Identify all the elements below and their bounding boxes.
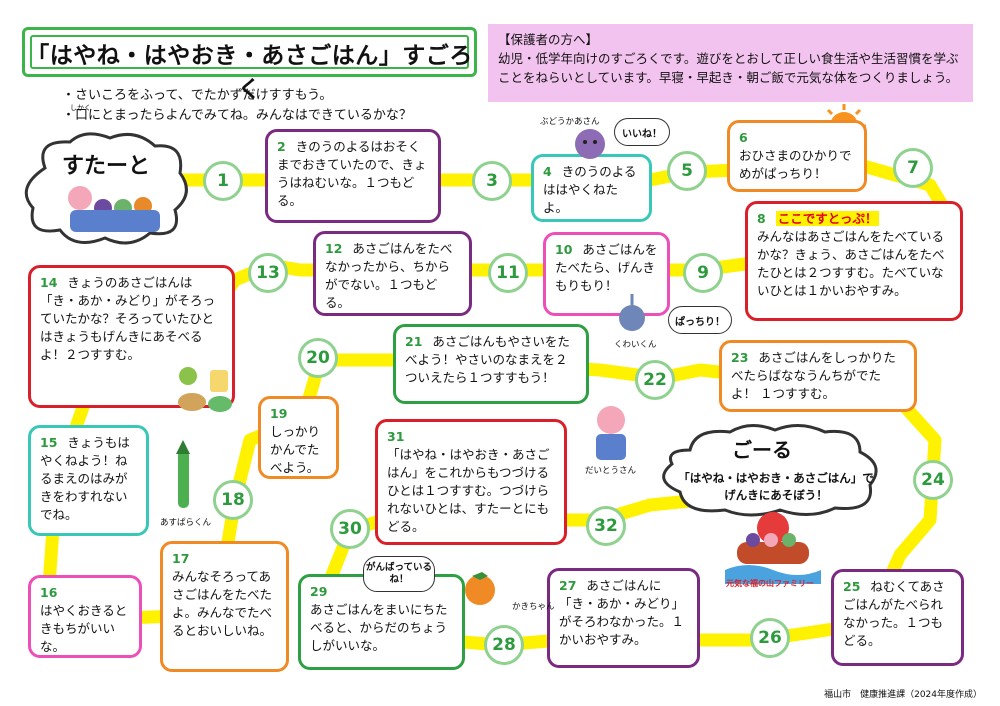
square-9: 9 [683, 253, 723, 293]
start-label: すたーと [62, 154, 151, 179]
daitou-illustration [596, 406, 626, 460]
char-kuwai: くわいくん [614, 340, 657, 350]
square-24: 24 [913, 460, 953, 500]
persimmon-illustration [465, 572, 495, 605]
stop-highlight: ここですとっぷ！ [775, 211, 880, 226]
goal-logo-text: 元気な福の山ファミリー [726, 579, 814, 588]
square-18: 18 [213, 480, 253, 520]
parent-notice: 【保護者の方へ】 幼児・低学年向けのすごろくです。遊びをとおして正しい食生活や生… [488, 24, 973, 102]
footer-credit: 福山市 健康推進課（2024年度作成） [824, 690, 982, 700]
breakfast-illustration [178, 367, 232, 412]
kuwai-illustration [619, 294, 645, 331]
char-daitou: だいとうさん [585, 466, 637, 476]
square-26: 26 [750, 618, 790, 658]
start-cloud [24, 132, 188, 245]
square-7: 7 [893, 148, 933, 188]
square-13: 13 [248, 253, 288, 293]
char-budou: ぶどうかあさん [540, 117, 600, 127]
notice-body: 幼児・低学年向けのすごろくです。遊びをとおして正しい食生活や生活習慣を学ぶことを… [498, 51, 959, 85]
square-28: 28 [484, 625, 524, 665]
square-20: 20 [298, 338, 338, 378]
goal-title: ごーる [732, 438, 792, 462]
goal-text: 「はやね・はやおき・あさごはん」で げんきにあそぼう！ [678, 471, 874, 502]
title-frame: 「はやね・はやおき・あさごはん」すごろく [22, 27, 477, 103]
rules: ・さいころをふって、でたかずだけすすもう。 しかく ・口にとまったらよんでみてね… [62, 86, 412, 126]
cell-31: 31「はやね・はやおき・あさごはん」をこれからもつづけるひとは１つすすむ。つづけ… [375, 419, 567, 545]
square-11: 11 [488, 253, 528, 293]
square-32: 32 [586, 506, 626, 546]
square-22: 22 [635, 360, 675, 400]
rule-2: ・口にとまったらよんでみてね。みんなはできているかな？ [62, 108, 412, 123]
goal-cloud [662, 424, 878, 517]
grape-mother-illustration [575, 129, 605, 159]
char-asupara: あすぱらくん [160, 518, 212, 528]
char-kaki: かきちゃん [512, 602, 555, 612]
square-3: 3 [472, 161, 512, 201]
rule-1: ・さいころをふって、でたかずだけすすもう。 [62, 88, 333, 103]
bubble-ganbatte: がんばっているね！ [363, 556, 435, 592]
square-30: 30 [330, 509, 370, 549]
rule-furigana: しかく [70, 104, 91, 112]
bubble-iine: いいね！ [614, 118, 670, 146]
page-title: 「はやね・はやおき・あさごはん」すごろく [26, 43, 473, 103]
square-5: 5 [667, 151, 707, 191]
goal-boat-illustration [725, 512, 821, 584]
asparagus-illustration [176, 440, 190, 508]
square-1: 1 [203, 161, 243, 201]
notice-heading: 【保護者の方へ】 [498, 32, 599, 47]
bubble-pacchiri: ぱっちり！ [668, 306, 732, 334]
